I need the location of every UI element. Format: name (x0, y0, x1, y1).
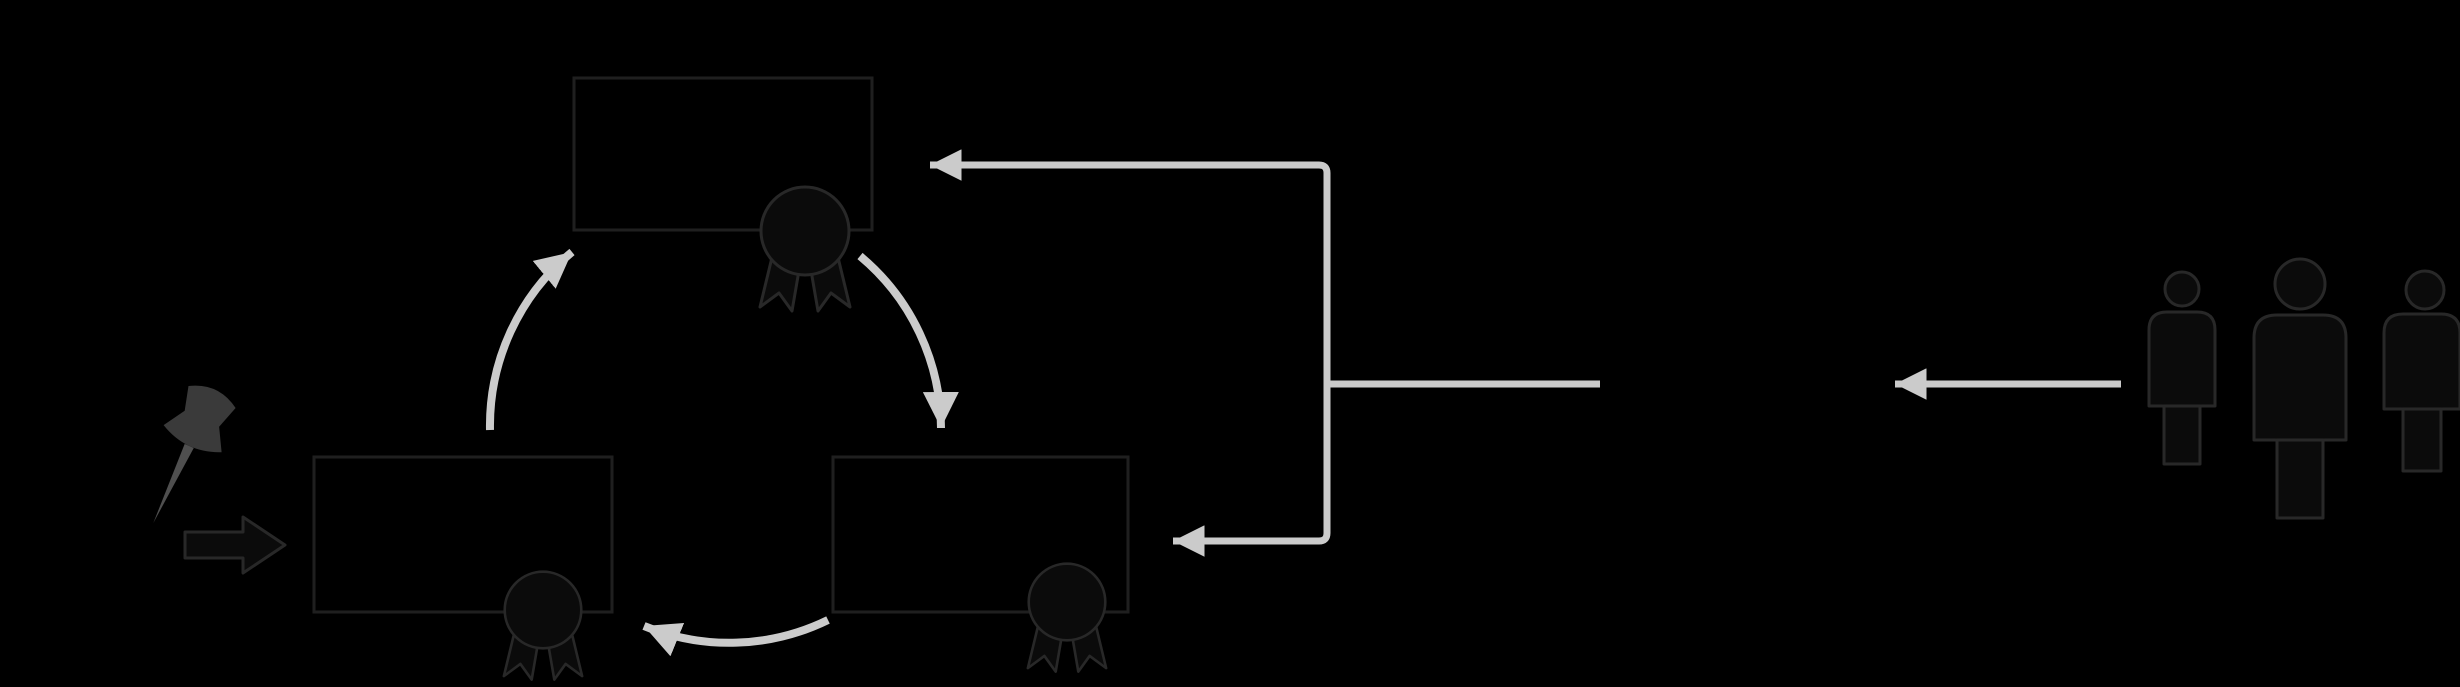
pushpin-group (153, 385, 287, 575)
three-people-group-icon (2147, 257, 2460, 520)
award-medal-icon (502, 570, 584, 681)
cycle-arrow-bottom-left-icon (642, 616, 830, 657)
top-box-node (572, 76, 874, 313)
award-medal-icon (758, 185, 852, 313)
bottom-left-box-node (312, 455, 614, 681)
cycle-arrow-up-left-icon (485, 248, 575, 431)
bracket-arrow-to-bottom-right-box-icon (1173, 384, 1331, 557)
pushpin-icon (153, 385, 236, 523)
person-middle-icon (2252, 257, 2348, 520)
person-left-icon (2147, 270, 2217, 466)
award-medal-icon (1026, 562, 1108, 673)
cycle-group (312, 76, 1130, 681)
right-block-arrow-icon (183, 515, 287, 575)
person-right-icon (2382, 269, 2460, 473)
bracket-connector (930, 149, 1600, 557)
bracket-arrow-to-top-box-icon (930, 149, 1331, 384)
cycle-arrow-down-right-icon (857, 252, 959, 429)
bottom-right-box-node (831, 455, 1130, 673)
